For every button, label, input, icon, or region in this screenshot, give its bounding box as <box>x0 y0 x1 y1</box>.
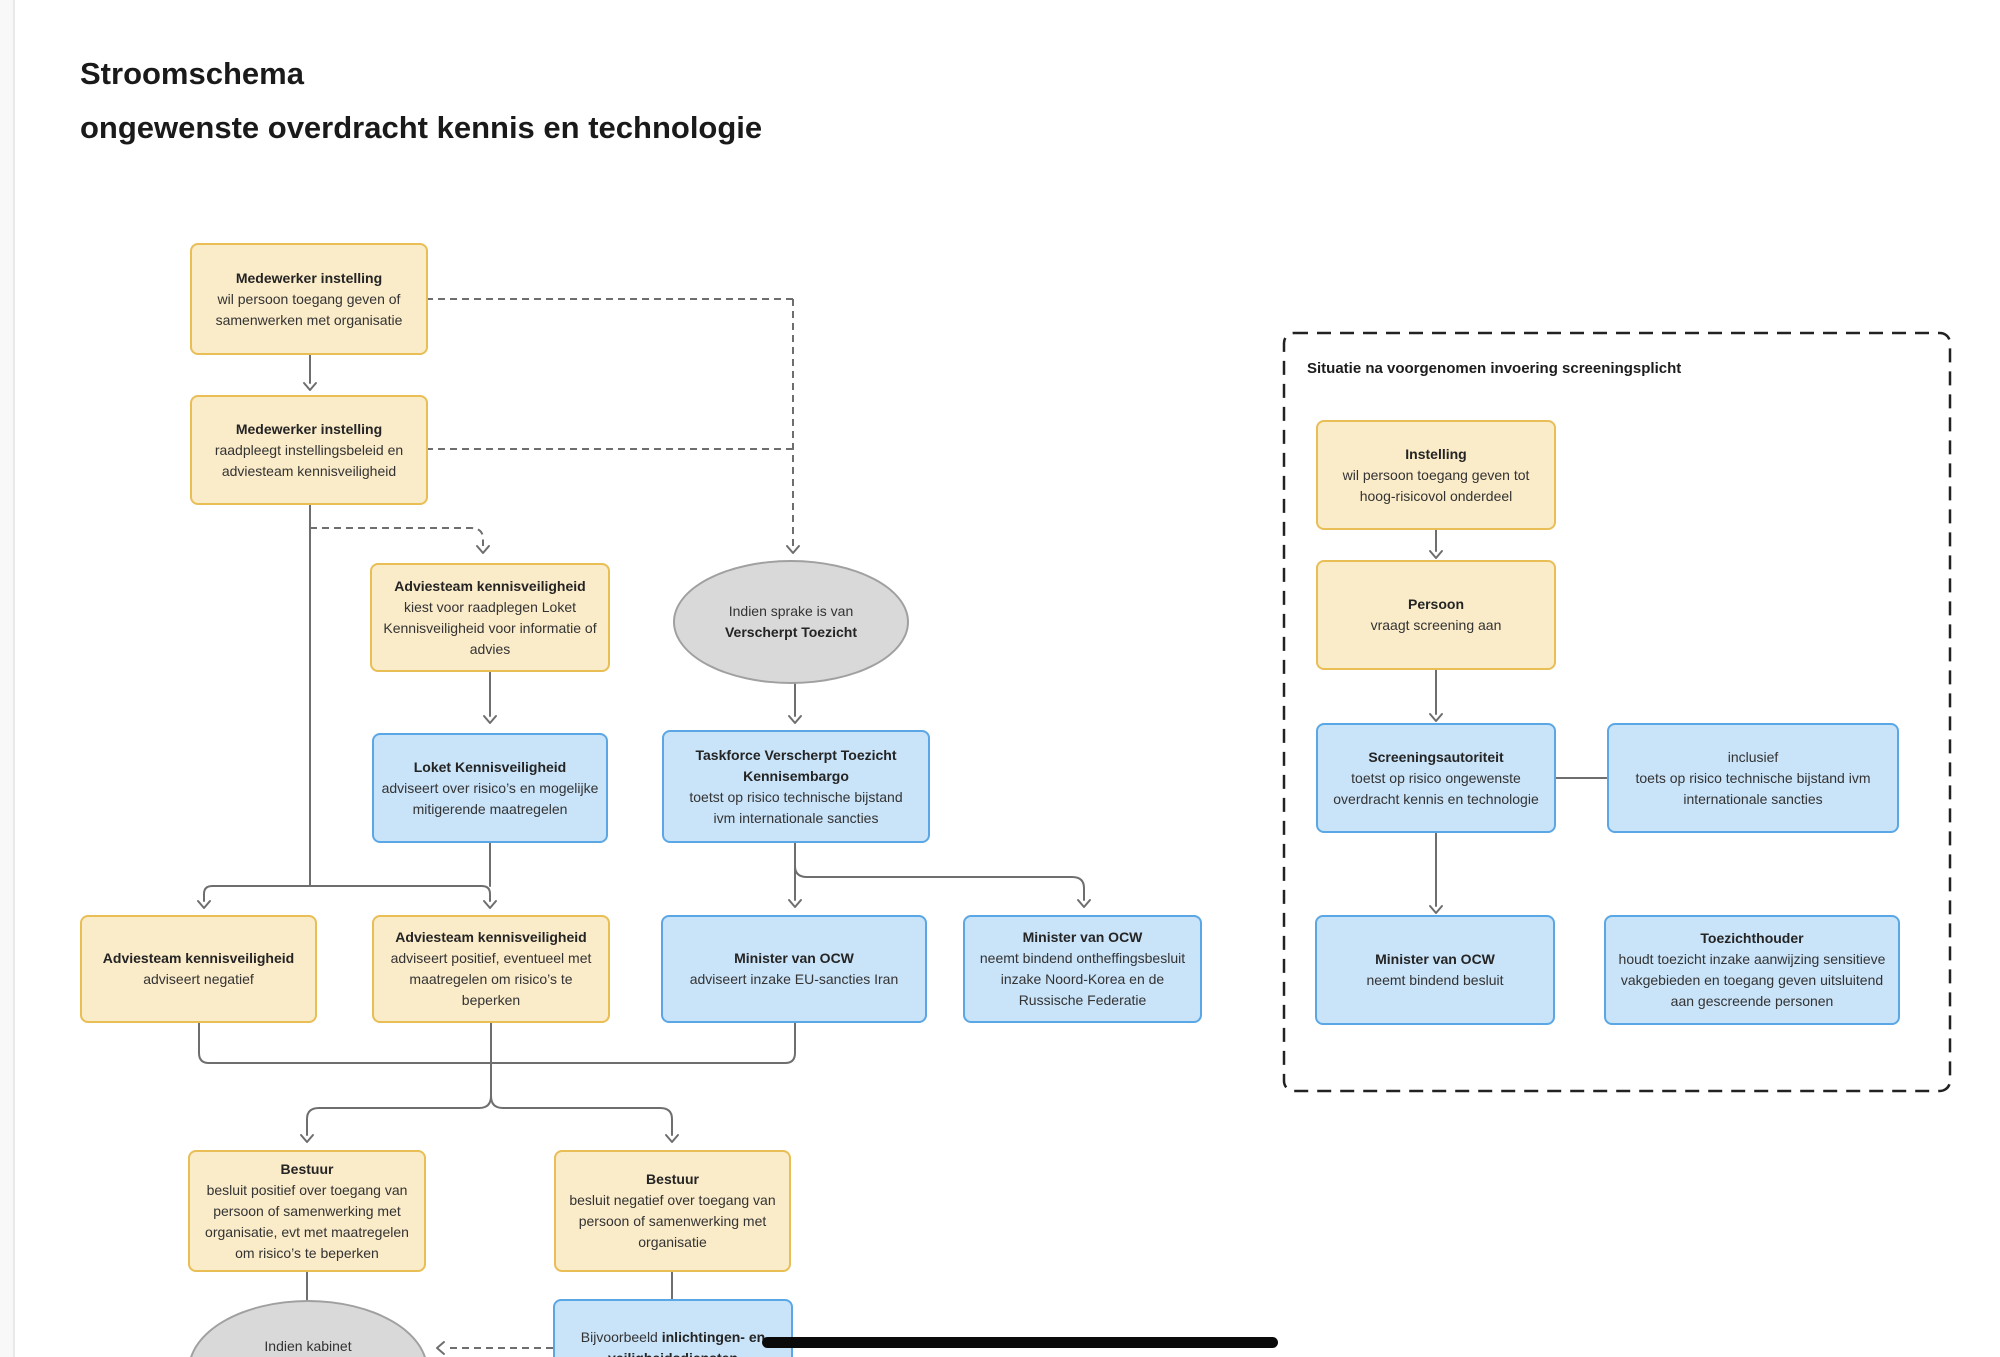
node-adviesteam-kiest: Adviesteam kennisveiligheid kiest voor ra… <box>370 563 610 672</box>
node-bestuur-positief: Bestuur besluit positief over toegang van… <box>188 1150 426 1272</box>
node-text: adviesteam kennisveiligheid <box>221 462 397 479</box>
page-left-edge <box>0 0 15 1357</box>
node-minister-besluit: Minister van OCW neemt bindend besluit <box>1315 915 1555 1025</box>
node-text: organisatie, evt met maatregelen <box>205 1223 409 1240</box>
node-text: persoon of samenwerking met <box>578 1213 767 1229</box>
node-title: Bestuur <box>280 1160 334 1177</box>
solid-connectors <box>198 354 1608 1301</box>
node-text: houdt toezicht inzake aanwijzing sensiti… <box>1618 951 1886 967</box>
thick-black-marker-line <box>762 1337 1278 1348</box>
node-text: toets op risico technische bijstand ivm <box>1635 769 1871 786</box>
page-title-line2: ongewenste overdracht kennis en technolo… <box>80 110 763 145</box>
node-title: Toezichthouder <box>1700 930 1804 946</box>
node-text: toetst op risico technische bijstand <box>689 788 903 805</box>
node-persoon: Persoon vraagt screening aan <box>1316 560 1556 670</box>
node-text: hoog-risicovol onderdeel <box>1359 487 1513 504</box>
node-kabinet: Indien kabinet <box>188 1300 428 1357</box>
node-text: beperken <box>461 992 521 1008</box>
node-text: adviseert over risico’s en mogelijke <box>381 779 599 796</box>
node-title: Minister van OCW <box>734 950 854 966</box>
node-text: organisatie <box>638 1234 707 1250</box>
node-medewerker1: Medewerker instelling wil persoon toegang… <box>190 243 428 355</box>
node-title: Verscherpt Toezicht <box>724 624 857 640</box>
node-text: vakgebieden en toegang geven uitsluitend <box>1620 972 1884 988</box>
node-text: neemt bindend ontheffingsbesluit <box>979 950 1186 966</box>
screeningsplicht-panel-title: Situatie na voorgenomen invoering screen… <box>1307 360 1682 377</box>
node-text: Indien sprake is van <box>728 603 854 619</box>
node-title: Minister van OCW <box>1375 951 1495 967</box>
node-text: Russische Federatie <box>1018 992 1147 1008</box>
node-text: maatregelen om risico’s te <box>409 971 573 987</box>
node-text: inclusief <box>1727 748 1779 765</box>
node-inclusief: inclusief toets op risico technische bijs… <box>1607 723 1899 833</box>
node-text: aan gescreende personen <box>1670 993 1834 1009</box>
node-bestuur-negatief: Bestuur besluit negatief over toegang van… <box>554 1150 791 1272</box>
node-title: Persoon <box>1407 596 1464 612</box>
node-screeningsautoriteit: Screeningsautoriteit toetst op risico ong… <box>1316 723 1556 833</box>
screeningsplicht-panel-border <box>1282 331 1952 1093</box>
node-text: besluit negatief over toegang van <box>569 1192 776 1208</box>
node-title: Medewerker instelling <box>235 269 383 286</box>
node-text: Indien kabinet <box>264 1338 352 1354</box>
node-text: neemt bindend besluit <box>1366 972 1504 988</box>
node-title: Instelling <box>1405 445 1467 462</box>
node-title: Adviesteam kennisveiligheid <box>102 950 295 966</box>
node-text: adviseert inzake EU-sancties Iran <box>689 971 899 987</box>
page-title-line1: Stroomschema <box>80 56 304 91</box>
node-text: wil persoon toegang geven tot <box>1342 466 1530 483</box>
node-minister-iran: Minister van OCW adviseert inzake EU-sanc… <box>661 915 927 1023</box>
node-text: samenwerken met organisatie <box>215 311 403 328</box>
dashed-connectors <box>310 298 794 1349</box>
node-title: veiligheidsdiensten <box>608 1348 738 1357</box>
node-text: Kennisveiligheid voor informatie of <box>383 619 597 636</box>
node-text: adviseert positief, eventueel met <box>390 950 592 966</box>
node-title: Adviesteam kennisveiligheid <box>395 929 587 945</box>
node-text: kiest voor raadplegen Loket <box>404 598 576 615</box>
node-text: Bijvoorbeeld <box>580 1329 662 1345</box>
node-title: Screeningsautoriteit <box>1368 748 1504 765</box>
node-title: Bestuur <box>646 1171 699 1187</box>
arrowheads <box>197 382 1443 1355</box>
node-text: om risico’s te beperken <box>235 1244 379 1261</box>
node-text: persoon of samenwerking met <box>213 1202 401 1219</box>
node-toezichthouder: Toezichthouder houdt toezicht inzake aanw… <box>1604 915 1900 1025</box>
node-adviesteam-negatief: Adviesteam kennisveiligheid adviseert neg… <box>80 915 317 1023</box>
node-text: raadpleegt instellingsbeleid en <box>214 441 404 458</box>
node-bijvoorbeeld: Bijvoorbeeld inlichtingen- enveiligheids… <box>553 1299 793 1357</box>
node-text: overdracht kennis en technologie <box>1333 790 1539 807</box>
node-text: vraagt screening aan <box>1370 617 1502 633</box>
node-text: ivm internationale sancties <box>713 809 879 826</box>
node-text: besluit positief over toegang van <box>206 1181 408 1198</box>
node-instelling: Instelling wil persoon toegang geven tot h… <box>1316 420 1556 530</box>
node-text: wil persoon toegang geven of <box>217 290 401 307</box>
node-minister-ontheffing: Minister van OCW neemt bindend ontheffing… <box>963 915 1202 1023</box>
node-medewerker2: Medewerker instelling raadpleegt instelli… <box>190 395 428 505</box>
node-text: adviseert negatief <box>143 971 254 987</box>
node-title: Adviesteam kennisveiligheid <box>394 577 586 594</box>
node-title: Loket Kennisveiligheid <box>413 758 567 775</box>
node-title: Medewerker instelling <box>235 420 383 437</box>
node-title: Minister van OCW <box>1022 929 1143 945</box>
node-text: toetst op risico ongewenste <box>1351 769 1521 786</box>
node-text: Bijvoorbeeld inlichtingen- en <box>581 1327 765 1348</box>
node-text: advies <box>469 640 511 657</box>
node-title: Taskforce Verscherpt Toezicht <box>695 746 897 763</box>
node-title: inlichtingen- en <box>661 1329 766 1345</box>
node-text: mitigerende maatregelen <box>412 800 568 817</box>
node-text: inzake Noord-Korea en de <box>1000 971 1165 987</box>
node-loket: Loket Kennisveiligheid adviseert over ris… <box>372 733 608 843</box>
node-title: Kennisembargo <box>743 767 849 784</box>
node-text: internationale sancties <box>1683 790 1823 807</box>
node-adviesteam-positief: Adviesteam kennisveiligheid adviseert pos… <box>372 915 610 1023</box>
